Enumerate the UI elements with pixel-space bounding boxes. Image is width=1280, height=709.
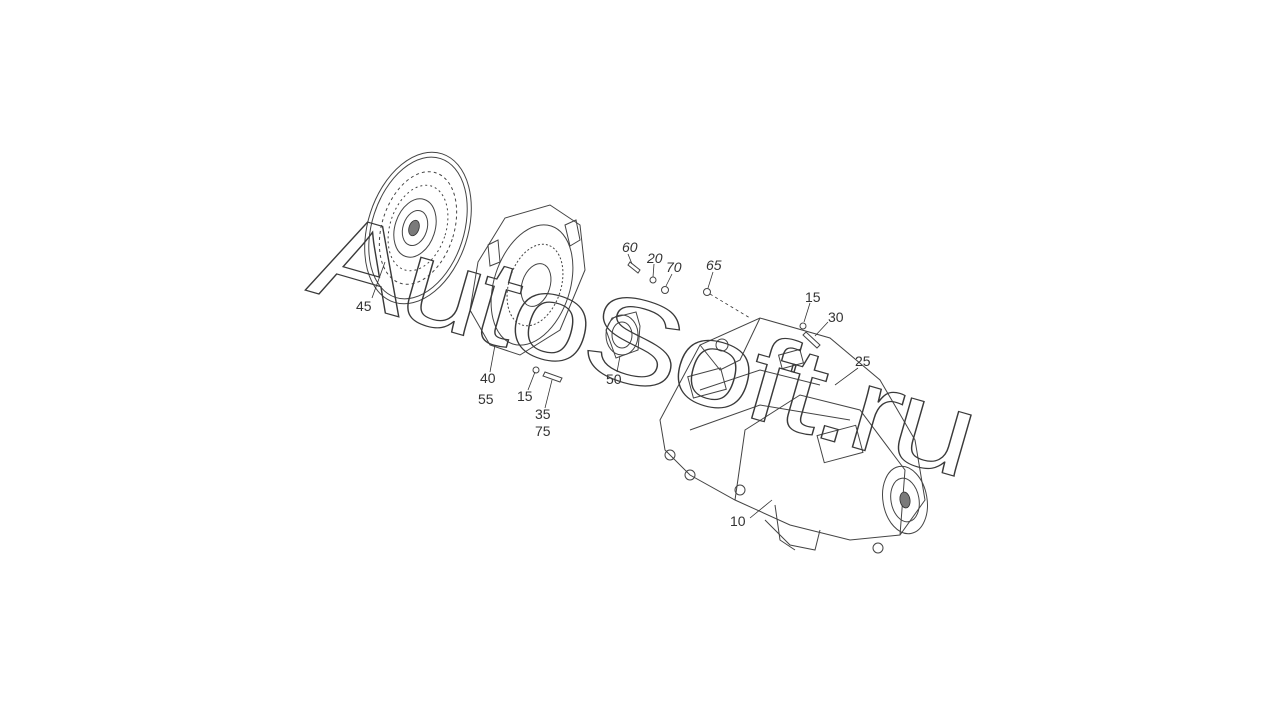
nut-70 [661,286,669,294]
callout-50: 50 [606,371,622,387]
callout-35: 35 [535,406,551,422]
callout-55: 55 [478,391,494,407]
release-bearing [605,311,641,359]
gearbox-assembly [659,317,928,554]
pressure-plate [469,204,586,356]
callout-75: 75 [535,423,551,439]
callout-65: 65 [706,257,722,273]
callout-40: 40 [480,370,496,386]
leader-lines [371,253,859,519]
bolt-15-left [532,366,540,374]
bolt-15-right [799,322,807,330]
callout-70: 70 [666,259,682,275]
bolt-60 [627,261,641,274]
watermark-text: AutoSoft.ru [298,186,989,502]
clutch-disc [364,151,472,305]
callout-labels: 45 40 55 15 35 75 50 60 20 70 65 15 30 2… [356,239,871,529]
bolt-30 [802,331,821,349]
nut-65 [703,288,751,319]
watermark: AutoSoft.ru [297,186,989,503]
callout-30: 30 [828,309,844,325]
callout-45: 45 [356,298,372,314]
callout-15-left: 15 [517,388,533,404]
callout-20: 20 [646,250,663,266]
callout-10: 10 [730,513,746,529]
callout-60: 60 [622,239,638,255]
callout-15-right: 15 [805,289,821,305]
callout-25: 25 [855,353,871,369]
bolt-35 [542,371,563,383]
